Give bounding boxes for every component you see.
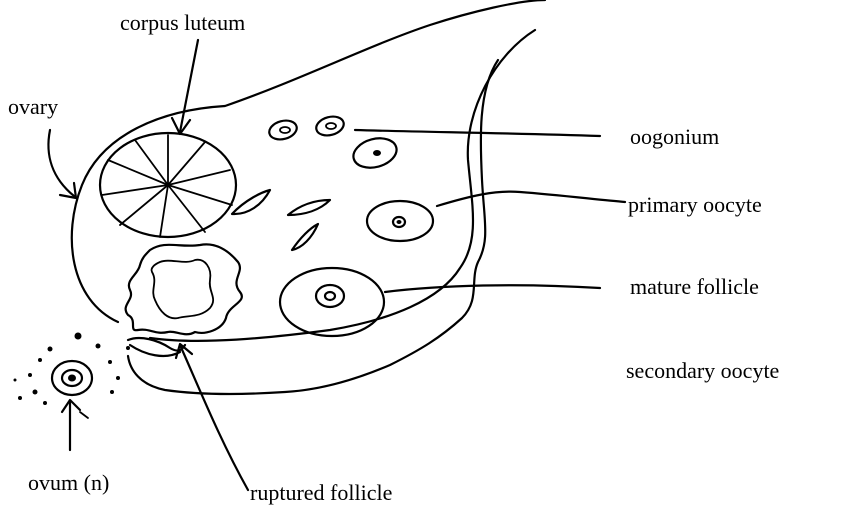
label-ovum: ovum (n) bbox=[28, 470, 109, 495]
corpus-luteum-pointer bbox=[172, 40, 198, 134]
mature-follicle-cell bbox=[280, 268, 384, 336]
stromal-streaks bbox=[232, 190, 330, 250]
mature-follicle-pointer bbox=[385, 285, 600, 292]
label-primary-oocyte: primary oocyte bbox=[628, 192, 762, 217]
ruptured-follicle-pointer bbox=[176, 344, 248, 490]
ruptured-follicle-shape bbox=[126, 244, 242, 334]
ovum-pointer bbox=[62, 400, 88, 450]
primary-oocyte-pointer bbox=[437, 192, 625, 206]
label-secondary-oocyte: secondary oocyte bbox=[626, 358, 779, 383]
oogonium-pointer bbox=[355, 130, 600, 136]
label-ruptured-follicle: ruptured follicle bbox=[250, 480, 392, 505]
label-corpus-luteum: corpus luteum bbox=[120, 10, 245, 35]
corpus-luteum bbox=[100, 133, 236, 237]
label-mature-follicle: mature follicle bbox=[630, 274, 759, 299]
ovary-pointer bbox=[48, 130, 76, 198]
label-oogonium: oogonium bbox=[630, 124, 719, 149]
ovum-cell bbox=[52, 361, 92, 395]
ovary-right-edge bbox=[150, 30, 535, 341]
label-ovary: ovary bbox=[8, 94, 58, 119]
primary-oocyte-cell bbox=[367, 201, 433, 241]
oogonium-cells bbox=[267, 114, 400, 173]
ruptured-follicle-inner bbox=[152, 260, 214, 319]
